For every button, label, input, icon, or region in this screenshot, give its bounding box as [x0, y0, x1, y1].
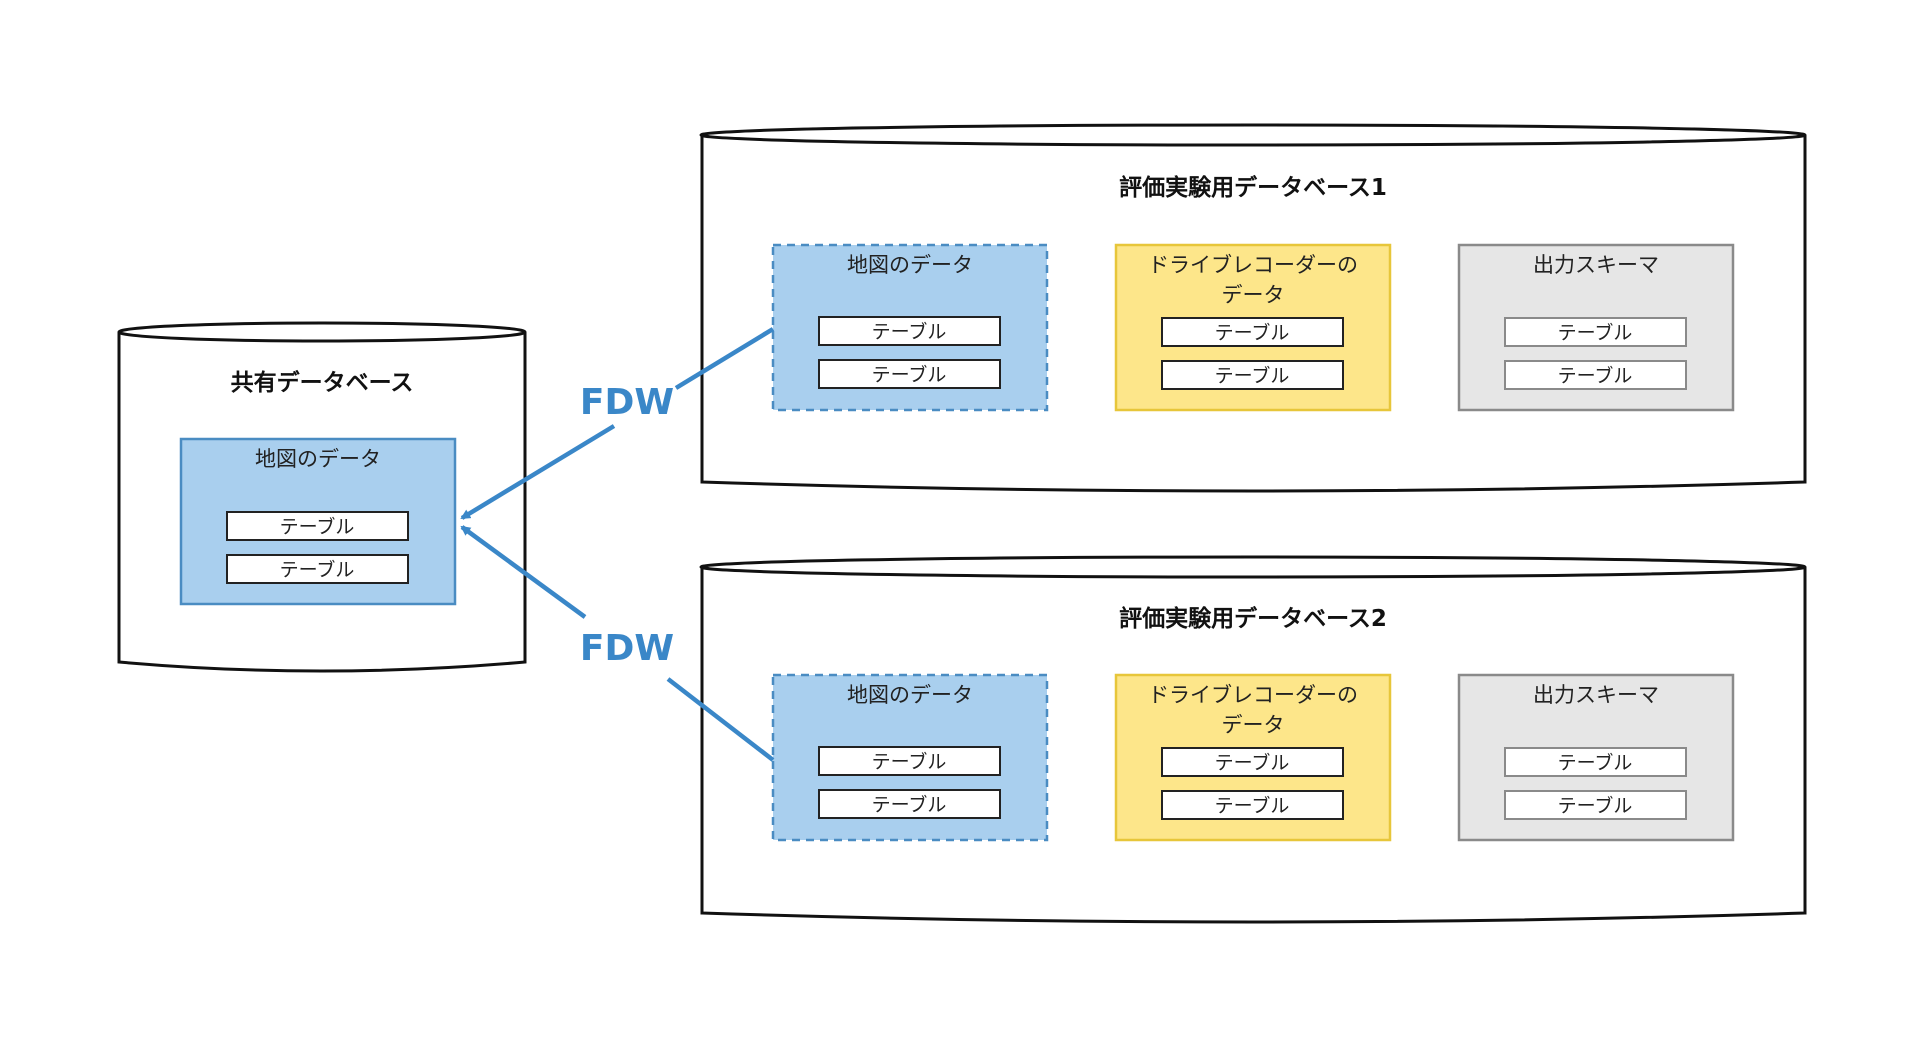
eval-db-2-map-schema: 地図のデータ テーブル テーブル	[771, 673, 1049, 842]
eval-db-2-map-table-2-box	[818, 789, 1001, 819]
eval-db-2-cylinder-top	[699, 555, 1807, 579]
eval-db-1-output-schema: 出力スキーマ テーブル テーブル	[1457, 243, 1735, 412]
eval-db-1-drive-table-2: テーブル	[1215, 364, 1290, 387]
eval-db-2-output-table-2: テーブル	[1558, 794, 1633, 817]
shared-map-schema: 地図のデータ テーブル テーブル	[179, 437, 457, 606]
eval-db-1-drive-table-1: テーブル	[1215, 321, 1290, 344]
shared-map-table-2: テーブル	[280, 558, 355, 581]
eval-db-1-cylinder-top	[699, 123, 1807, 147]
fdw-link-1-line-upper	[674, 327, 775, 390]
eval-db-2-drive-schema: ドライブレコーダーの データ テーブル テーブル	[1114, 673, 1392, 842]
eval-db-2-drive-schema-label-line-2: データ	[1222, 713, 1285, 737]
eval-db-2-output-table-2-box	[1504, 790, 1687, 820]
eval-db-1-map-table-2-box	[818, 359, 1001, 389]
eval-db-1-map-table-1-box	[818, 316, 1001, 346]
eval-db-1-output-schema-label: 出力スキーマ	[1533, 253, 1659, 277]
eval-db-1-output-table-2: テーブル	[1558, 364, 1633, 387]
fdw-link-1-line-lower	[460, 424, 616, 520]
eval-db-2-output-schema: 出力スキーマ テーブル テーブル	[1457, 673, 1735, 842]
eval-db-1-drive-table-2-box	[1161, 360, 1344, 390]
eval-db-2-output-table-1: テーブル	[1558, 751, 1633, 774]
eval-db-2-output-table-1-box	[1504, 747, 1687, 777]
shared-map-schema-label: 地図のデータ	[255, 447, 381, 471]
fdw-link-1: FDW	[460, 327, 775, 520]
eval-db-1-map-schema-label: 地図のデータ	[847, 253, 973, 277]
eval-database-2: 評価実験用データベース2 地図のデータ テーブル テーブル ドライブレコーダーの…	[699, 555, 1807, 924]
eval-db-1-output-table-2-box	[1504, 360, 1687, 390]
eval-db-1-drive-table-1-box	[1161, 317, 1344, 347]
fdw-link-2: FDW	[460, 525, 775, 762]
eval-database-1: 評価実験用データベース1 地図のデータ テーブル テーブル ドライブレコーダーの…	[699, 123, 1807, 493]
shared-map-table-1: テーブル	[280, 515, 355, 538]
eval-db-2-map-table-1: テーブル	[872, 750, 947, 773]
shared-db-cylinder-top	[117, 321, 527, 343]
eval-db-1-output-table-1-box	[1504, 317, 1687, 347]
eval-db-2-drive-table-2: テーブル	[1215, 794, 1290, 817]
fdw-link-1-label: FDW	[580, 382, 674, 423]
shared-db-title: 共有データベース	[231, 369, 414, 396]
eval-db-1-map-table-2: テーブル	[872, 363, 947, 386]
fdw-link-2-line-lower	[666, 677, 775, 762]
shared-database: 共有データベース 地図のデータ テーブル テーブル	[117, 321, 527, 673]
eval-db-1-map-schema: 地図のデータ テーブル テーブル	[771, 243, 1049, 412]
eval-db-1-drive-schema-label-line-2: データ	[1222, 283, 1285, 307]
shared-map-table-2-box	[226, 554, 409, 584]
eval-db-2-drive-table-1: テーブル	[1215, 751, 1290, 774]
eval-db-2-drive-schema-label-line-1: ドライブレコーダーの	[1148, 683, 1358, 707]
eval-db-2-title: 評価実験用データベース2	[1119, 605, 1387, 632]
eval-db-2-drive-table-2-box	[1161, 790, 1344, 820]
eval-db-1-map-table-1: テーブル	[872, 320, 947, 343]
eval-db-1-title: 評価実験用データベース1	[1119, 174, 1387, 201]
eval-db-2-output-schema-label: 出力スキーマ	[1533, 683, 1659, 707]
eval-db-2-drive-table-1-box	[1161, 747, 1344, 777]
eval-db-1-output-table-1: テーブル	[1558, 321, 1633, 344]
eval-db-2-map-table-2: テーブル	[872, 793, 947, 816]
eval-db-1-drive-schema-label-line-1: ドライブレコーダーの	[1148, 253, 1358, 277]
eval-db-1-drive-schema: ドライブレコーダーの データ テーブル テーブル	[1114, 243, 1392, 412]
eval-db-2-map-schema-label: 地図のデータ	[847, 683, 973, 707]
shared-map-table-1-box	[226, 511, 409, 541]
eval-db-2-map-table-1-box	[818, 746, 1001, 776]
fdw-link-2-label: FDW	[580, 628, 674, 669]
fdw-link-2-line-upper	[460, 525, 587, 619]
